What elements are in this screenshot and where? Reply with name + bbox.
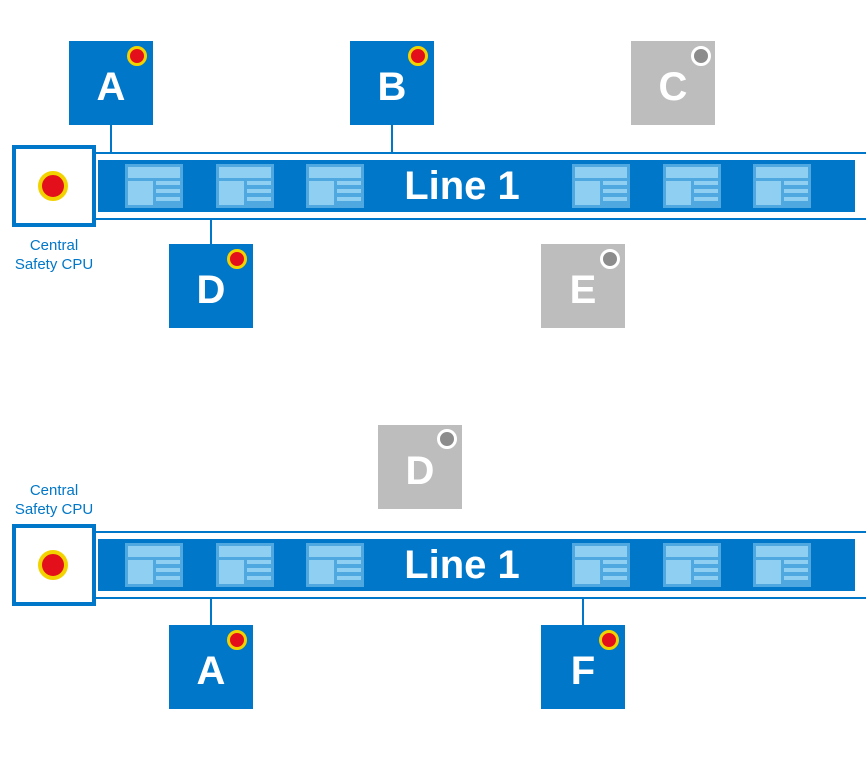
io-module-icon xyxy=(306,164,364,208)
station-label: D xyxy=(196,267,226,312)
io-module-icon xyxy=(216,543,274,587)
io-module-icon xyxy=(753,164,811,208)
status-led-icon xyxy=(408,46,428,66)
cpu-status-led-icon xyxy=(38,550,68,580)
station-label: C xyxy=(658,64,688,109)
io-module-icon xyxy=(572,543,630,587)
cpu-label-line-2: Safety CPU xyxy=(14,256,94,273)
io-module-icon xyxy=(572,164,630,208)
status-led-icon xyxy=(691,46,711,66)
connector-d xyxy=(210,220,212,244)
io-module-icon xyxy=(663,543,721,587)
connector-b xyxy=(391,124,393,152)
status-led-icon xyxy=(227,249,247,269)
station-label: A xyxy=(96,64,126,109)
station-label: B xyxy=(377,64,407,109)
cpu-label-line-2: Safety CPU xyxy=(14,501,94,518)
io-module-icon xyxy=(306,543,364,587)
connector-f xyxy=(582,599,584,625)
io-module-icon xyxy=(216,164,274,208)
status-led-icon xyxy=(127,46,147,66)
cpu-label-line-1: Central xyxy=(29,237,79,254)
station-label: A xyxy=(196,648,226,693)
connector-a xyxy=(210,599,212,625)
central-safety-cpu xyxy=(12,524,96,606)
status-led-icon xyxy=(599,630,619,650)
connector-a xyxy=(110,124,112,152)
station-label: F xyxy=(570,648,596,693)
line-label: Line 1 xyxy=(404,543,520,587)
station-label: E xyxy=(569,267,597,312)
cpu-status-led-icon xyxy=(38,171,68,201)
io-module-icon xyxy=(125,543,183,587)
io-module-icon xyxy=(753,543,811,587)
station-label: D xyxy=(405,448,435,493)
cpu-label-line-1: Central xyxy=(29,482,79,499)
status-led-icon xyxy=(600,249,620,269)
status-led-icon xyxy=(227,630,247,650)
status-led-icon xyxy=(437,429,457,449)
station-e: E xyxy=(541,244,625,328)
cpu-label: Central Safety CPU xyxy=(0,236,108,274)
cpu-label: Central Safety CPU xyxy=(0,481,108,519)
io-module-icon xyxy=(125,164,183,208)
line-label: Line 1 xyxy=(404,164,520,208)
io-module-icon xyxy=(663,164,721,208)
